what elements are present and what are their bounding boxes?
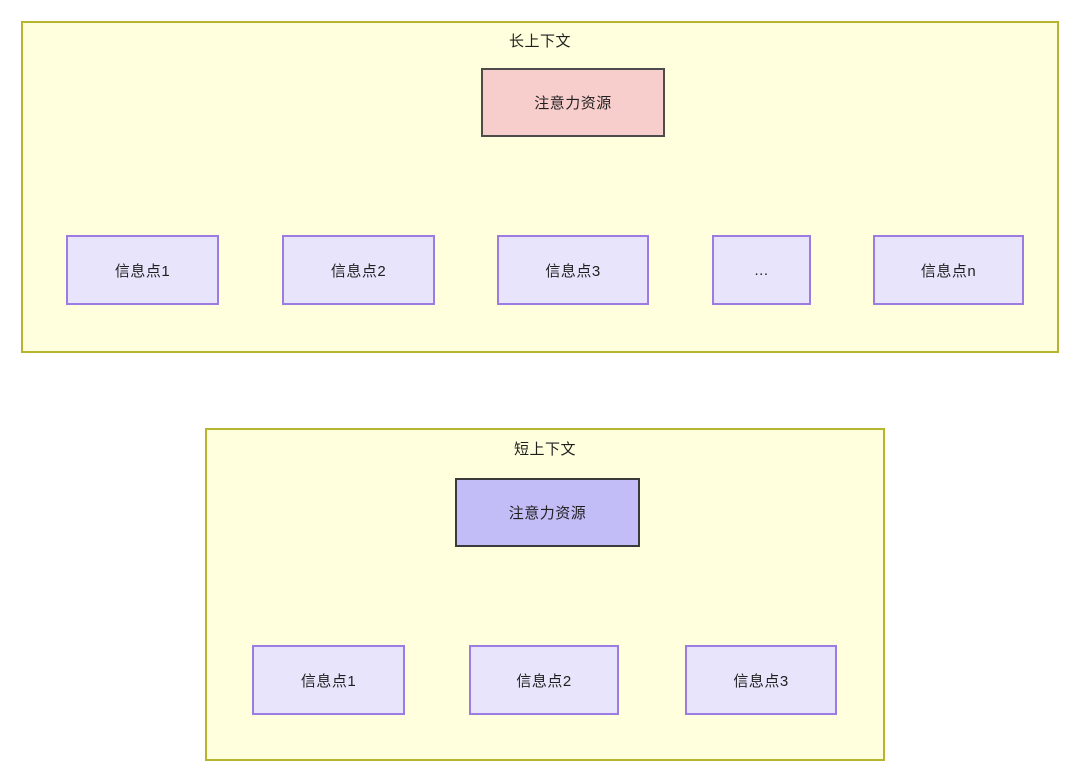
node-info-point-ellipsis-long[interactable]: ... xyxy=(712,235,811,305)
panel-long-context-title: 长上下文 xyxy=(508,33,571,50)
node-info-point-3-long[interactable]: 信息点3 xyxy=(497,235,649,305)
node-info-point-2-long[interactable]: 信息点2 xyxy=(282,235,435,305)
node-attention-resource-short[interactable]: 注意力资源 xyxy=(455,478,640,547)
node-label: 信息点n xyxy=(920,262,977,280)
node-label: 信息点1 xyxy=(114,262,171,280)
node-label: ... xyxy=(754,261,769,279)
node-label: 注意力资源 xyxy=(534,95,612,112)
node-info-point-1-short[interactable]: 信息点1 xyxy=(252,645,405,715)
node-label: 信息点3 xyxy=(545,262,601,280)
panel-short-context-title: 短上下文 xyxy=(513,441,576,458)
node-info-point-n-long[interactable]: 信息点n xyxy=(873,235,1024,305)
node-label: 信息点3 xyxy=(733,672,789,690)
node-label: 信息点2 xyxy=(330,262,387,280)
node-info-point-2-short[interactable]: 信息点2 xyxy=(469,645,619,715)
node-label: 注意力资源 xyxy=(508,505,587,522)
node-label: 信息点1 xyxy=(300,672,357,690)
node-attention-resource-long[interactable]: 注意力资源 xyxy=(481,68,665,137)
node-info-point-3-short[interactable]: 信息点3 xyxy=(685,645,837,715)
node-label: 信息点2 xyxy=(516,672,572,690)
node-info-point-1-long[interactable]: 信息点1 xyxy=(66,235,219,305)
